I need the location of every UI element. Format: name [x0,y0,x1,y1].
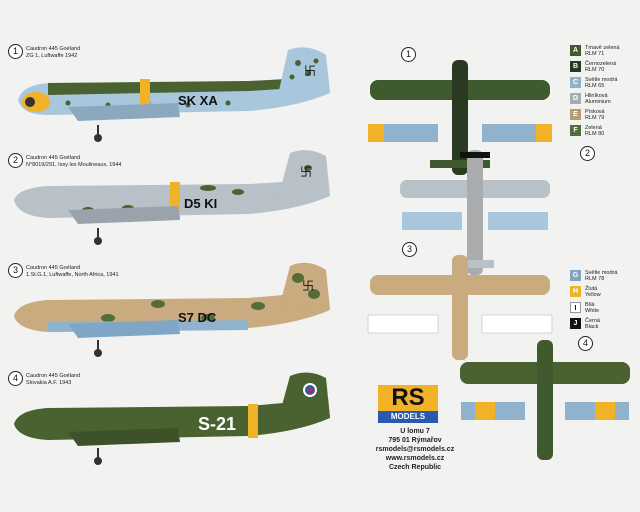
profile-caption-2: Caudron 445 Goéland N°8019/291, Issy les… [26,155,122,168]
profile-caption-1: Caudron 445 Goéland ZG 1, Luftwaffe 1942 [26,46,81,59]
plan-number-3: 3 [402,242,417,257]
svg-text:卐: 卐 [302,279,314,293]
plan-view-3 [367,255,553,360]
profile-code-2: D5 KI [184,196,217,211]
logo-letters: RS [378,385,438,411]
profile-number-3: 3 [8,263,23,278]
profile-code-1: SK XA [178,93,218,108]
profile-caption-4: Caudron 445 Goéland Slovakia A.F. 1943 [26,373,81,386]
aircraft-profile-3: 卐 S7 DC [14,262,330,357]
plan-view-1 [368,60,552,175]
profile-caption-3: Caudron 445 Goéland 1.St.G.1, Luftwaffe,… [26,265,119,278]
rs-models-logo: RS MODELS [378,385,438,425]
plan-view-2 [400,150,550,275]
plan-number-4: 4 [578,336,593,351]
plan-view-4 [460,340,630,460]
aircraft-profile-2: 卐 D5 KI [14,150,330,245]
profile-code-4: S-21 [198,414,236,434]
aircraft-profile-4: S-21 [14,372,330,465]
plan-number-2: 2 [580,146,595,161]
profile-number-4: 4 [8,371,23,386]
svg-text:卐: 卐 [304,64,316,78]
svg-text:卐: 卐 [300,165,312,179]
profile-code-3: S7 DC [178,310,217,325]
aircraft-profile-1: 卐 SK XA [18,47,330,142]
profile-number-1: 1 [8,44,23,59]
profile-number-2: 2 [8,153,23,168]
plan-number-1: 1 [401,47,416,62]
logo-subtitle: MODELS [378,411,438,423]
